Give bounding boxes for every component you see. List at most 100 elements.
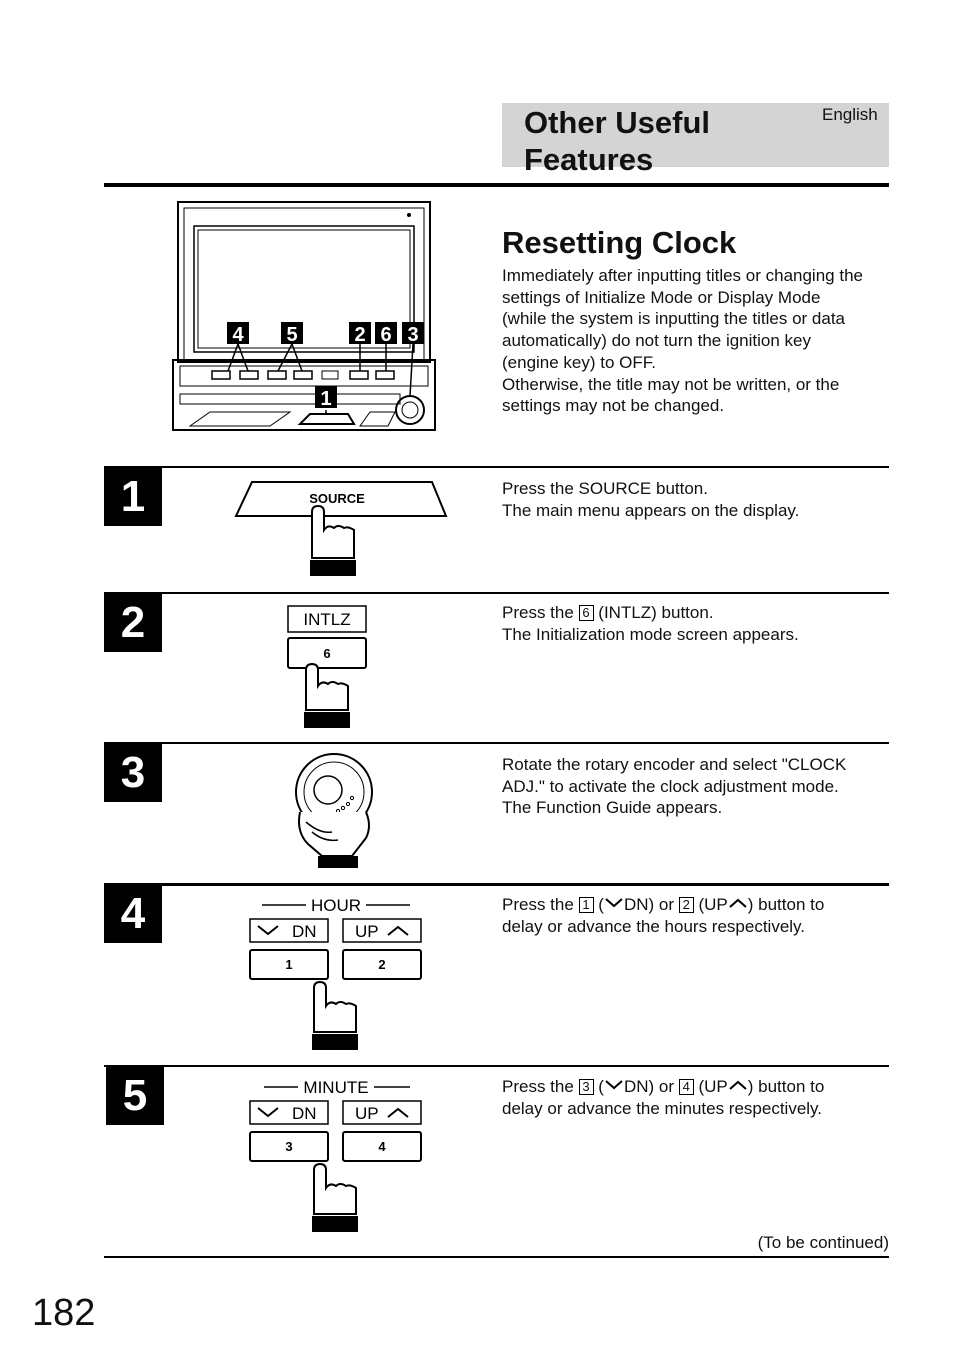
step-divider [104,466,889,468]
intro-line: Immediately after inputting titles or ch… [502,266,863,285]
hour-buttons-illustration: HOUR DN UP 1 2 [249,896,422,1050]
source-button [234,481,448,517]
dn-function-label [249,918,329,943]
chevron-down-icon [257,1107,279,1118]
callout-badge [315,386,337,408]
text-span: DN) or [623,1077,675,1096]
step-divider [104,883,889,886]
callout-3: 3 [407,324,418,346]
callout-badge [349,322,371,344]
header-rule [104,183,889,187]
dn-function-label [249,1100,329,1125]
section-title: Other Useful Features [524,104,710,178]
footer-rule [104,1256,889,1258]
intro-line: settings may not be changed. [502,396,725,416]
chevron-down-icon [605,1080,623,1090]
button-2 [342,949,422,980]
sleeve-icon [318,856,358,868]
section-header-box [502,103,889,167]
button-3 [249,1131,329,1162]
step-line: Rotate the rotary encoder and select "CL… [502,755,847,774]
sleeve-icon [312,1034,358,1050]
step-2-text: Press the 6 (INTLZ) button. The Initiali… [502,602,892,645]
gripping-hand-icon [298,811,370,857]
key-ref-3: 3 [578,1079,594,1095]
text-span: Press the [502,1077,574,1096]
pressing-hand-icon [313,980,357,1033]
intro-line: (while the system is inputting the title… [502,309,845,329]
step-number-5: 5 [106,1067,164,1125]
hour-group-label: HOUR [311,896,361,915]
step-line: Press the 6 (INTLZ) button. [502,602,892,624]
chevron-up-icon [387,925,409,936]
step-divider [104,1065,889,1067]
button-2-label: 2 [378,957,385,972]
step-line: The main menu appears on the display. [502,500,800,520]
chevron-up-icon [729,1080,747,1090]
callout-2: 2 [354,324,365,346]
intro-line: automatically) do not turn the ignition … [502,331,812,351]
text-span: ) button to [747,895,825,914]
key-ref-4: 4 [678,1079,694,1095]
key-ref-6: 6 [578,605,594,621]
text-span: (UP [698,1077,728,1096]
step-line: Press the 3 ( DN) or 4 (UP ) button to [502,1076,892,1098]
step-number-2: 2 [104,594,162,652]
button-6-label: 6 [323,646,330,661]
chevron-up-icon [729,898,747,908]
sleeve-icon [312,1216,358,1232]
step-5-text: Press the 3 (DN) or 4 (UP) button to del… [502,1076,892,1119]
up-function-label [342,918,422,943]
button-6 [287,637,367,669]
text-span: ( [598,895,604,914]
step-divider [104,592,889,594]
intlz-label-text: INTLZ [303,610,350,629]
page-number: 182 [32,1292,96,1334]
intro-paragraph: Immediately after inputting titles or ch… [502,265,892,417]
sleeve-icon [310,560,356,576]
text-span: (UP [698,895,728,914]
button-3-label: 3 [285,1139,292,1154]
section-title-line-2: Features [524,142,654,177]
up-label: UP [355,922,379,941]
text-span: ) button to [747,1077,825,1096]
minute-buttons-illustration: MINUTE DN UP 3 4 [249,1078,422,1232]
callout-1: 1 [320,388,331,410]
source-button-illustration: SOURCE [234,481,448,576]
key-ref-2: 2 [678,897,694,913]
chevron-down-icon [605,898,623,908]
text-span: Press the [502,895,574,914]
step-number-4: 4 [104,885,162,943]
callout-6: 6 [380,324,391,346]
source-button-label: SOURCE [309,491,365,506]
text-span: DN) or [623,895,675,914]
step-line: delay or advance the hours respectively. [502,916,806,936]
button-4-label: 4 [378,1139,386,1154]
step-4-text: Press the 1 ( DN) or 2 (UP ) button to del… [502,894,892,937]
dn-label: DN [292,1104,317,1123]
text-span: Press the [502,603,574,622]
section-title-line-1: Other Useful [524,105,711,140]
step-3-text: Rotate the rotary encoder and select "CL… [502,754,892,819]
text-span: ( [598,1077,604,1096]
pressing-hand-icon [311,504,355,559]
callout-badge [227,322,249,344]
text-span: (INTLZ) button. [598,603,714,622]
pressing-hand-icon [313,1162,357,1215]
key-ref-1: 1 [578,897,594,913]
continued-note: (To be continued) [757,1233,889,1252]
pressing-hand-icon [305,662,349,711]
step-line: ADJ." to activate the clock adjustment m… [502,776,839,796]
button-1-label: 1 [285,957,292,972]
up-label: UP [355,1104,379,1123]
head-unit-illustration: 4 5 2 6 3 1 [172,201,436,431]
callout-5: 5 [286,324,297,346]
step-line: Press the SOURCE button. [502,479,708,498]
minute-group-label: MINUTE [303,1078,368,1097]
step-line: Press the 1 ( DN) or 2 (UP ) button to [502,894,892,916]
button-1 [249,949,329,980]
callout-4: 4 [232,324,244,346]
chevron-down-icon [257,925,279,936]
callout-badge [281,322,303,344]
up-function-label [342,1100,422,1125]
